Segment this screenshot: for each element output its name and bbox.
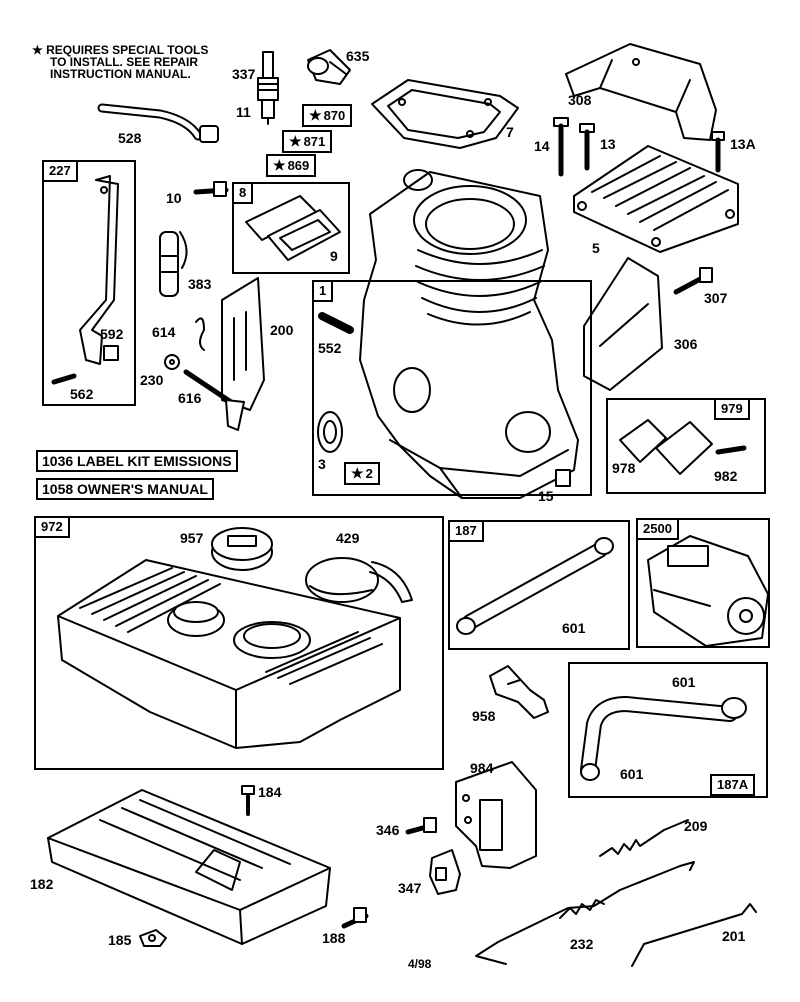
owners-manual-kit: 1058 OWNER'S MANUAL (36, 478, 214, 500)
part-601-top: 601 (562, 620, 586, 636)
group-tag-227: 227 (42, 160, 78, 182)
group-frame-8 (232, 182, 350, 274)
label-kit-emissions: 1036 LABEL KIT EMISSIONS (36, 450, 238, 472)
callout-870: ★870 (302, 104, 353, 127)
part-346: 346 (376, 822, 400, 838)
star-icon: ★ (351, 465, 364, 481)
part-429: 429 (336, 530, 360, 546)
part-337: 337 (232, 66, 256, 82)
callout-870-label: 870 (323, 108, 346, 123)
note-line-3: INSTRUCTION MANUAL. (50, 67, 191, 81)
group-tag-2500: 2500 (636, 518, 679, 540)
part-3: 3 (318, 456, 326, 472)
part-232: 232 (570, 936, 594, 952)
control-bracket-drawing (455, 761, 537, 869)
part-347: 347 (398, 880, 422, 896)
revision-date: 4/98 (408, 957, 432, 971)
callout-871: ★871 (282, 130, 333, 153)
air-guide-drawing (221, 277, 265, 411)
star-icon: ★ (309, 107, 322, 123)
part-957: 957 (180, 530, 204, 546)
star-icon: ★ (273, 157, 286, 173)
part-13A: 13A (730, 136, 756, 152)
group-frame-2500 (636, 518, 770, 648)
part-184: 184 (258, 784, 282, 800)
fuel-line-drawing (456, 537, 614, 635)
part-10: 10 (166, 190, 182, 206)
part-978: 978 (612, 460, 636, 476)
special-tools-note: ★ REQUIRES SPECIAL TOOLS TO INSTALL. SEE… (32, 44, 208, 80)
group-tag-8: 8 (232, 182, 254, 204)
governor-lever-drawing (51, 175, 119, 385)
part-601-bent-lower: 601 (620, 766, 644, 782)
part-982: 982 (714, 468, 738, 484)
group-frame-979 (606, 398, 766, 494)
part-383: 383 (188, 276, 212, 292)
part-958: 958 (472, 708, 496, 724)
part-528: 528 (118, 130, 142, 146)
cylinder-head-drawing (573, 145, 739, 253)
note-star-icon: ★ (32, 43, 43, 57)
group-tag-972: 972 (34, 516, 70, 538)
group-tag-187A: 187A (710, 774, 756, 796)
callout-869: ★869 (266, 154, 317, 177)
part-601-bent-upper: 601 (672, 674, 696, 690)
spark-plug-boot-drawing (307, 49, 351, 85)
part-230: 230 (140, 372, 164, 388)
part-616: 616 (178, 390, 202, 406)
part-635: 635 (346, 48, 370, 64)
bolt-drawings (553, 117, 725, 177)
group-frame-227 (42, 160, 136, 406)
part-188: 188 (322, 930, 346, 946)
cylinder-shield-drawing (583, 257, 663, 391)
part-13: 13 (600, 136, 616, 152)
fuel-tank-drawing (57, 559, 401, 749)
part-5: 5 (592, 240, 600, 256)
part-201: 201 (722, 928, 746, 944)
note-line-2: TO INSTALL. SEE REPAIR (50, 55, 199, 69)
part-185: 185 (108, 932, 132, 948)
engine-thumbnail-drawing (647, 535, 769, 647)
group-frame-972 (34, 516, 444, 770)
part-552: 552 (318, 340, 342, 356)
part-614: 614 (152, 324, 176, 340)
engine-base-drawing (47, 789, 331, 945)
group-frame-187 (448, 520, 630, 650)
part-592: 592 (100, 326, 124, 342)
group-frame-187A (568, 662, 768, 798)
spark-plug-drawing (257, 51, 279, 125)
callout-2: ★2 (344, 462, 380, 485)
part-306: 306 (674, 336, 698, 352)
group-tag-1: 1 (312, 280, 334, 302)
part-308: 308 (568, 92, 592, 108)
part-9: 9 (330, 248, 338, 264)
blower-cover-drawing (565, 43, 717, 141)
star-icon: ★ (289, 133, 302, 149)
part-15: 15 (538, 488, 554, 504)
part-307: 307 (704, 290, 728, 306)
part-209: 209 (684, 818, 708, 834)
part-11: 11 (236, 104, 251, 120)
note-line-1: REQUIRES SPECIAL TOOLS (46, 43, 209, 57)
engine-block-drawing (359, 169, 579, 499)
governor-spring-drawing (159, 231, 188, 297)
part-562: 562 (70, 386, 94, 402)
tappet-cover-drawing (245, 195, 341, 261)
group-tag-187: 187 (448, 520, 484, 542)
fuel-shutoff-valve-drawing (489, 665, 549, 719)
callout-869-label: 869 (287, 158, 310, 173)
group-tag-979: 979 (714, 398, 750, 420)
part-182: 182 (30, 876, 54, 892)
callout-2-label: 2 (365, 466, 373, 481)
callout-871-label: 871 (303, 134, 326, 149)
part-200: 200 (270, 322, 294, 338)
part-14: 14 (534, 138, 550, 154)
group-frame-1 (312, 280, 592, 496)
part-7: 7 (506, 124, 514, 140)
part-984: 984 (470, 760, 494, 776)
